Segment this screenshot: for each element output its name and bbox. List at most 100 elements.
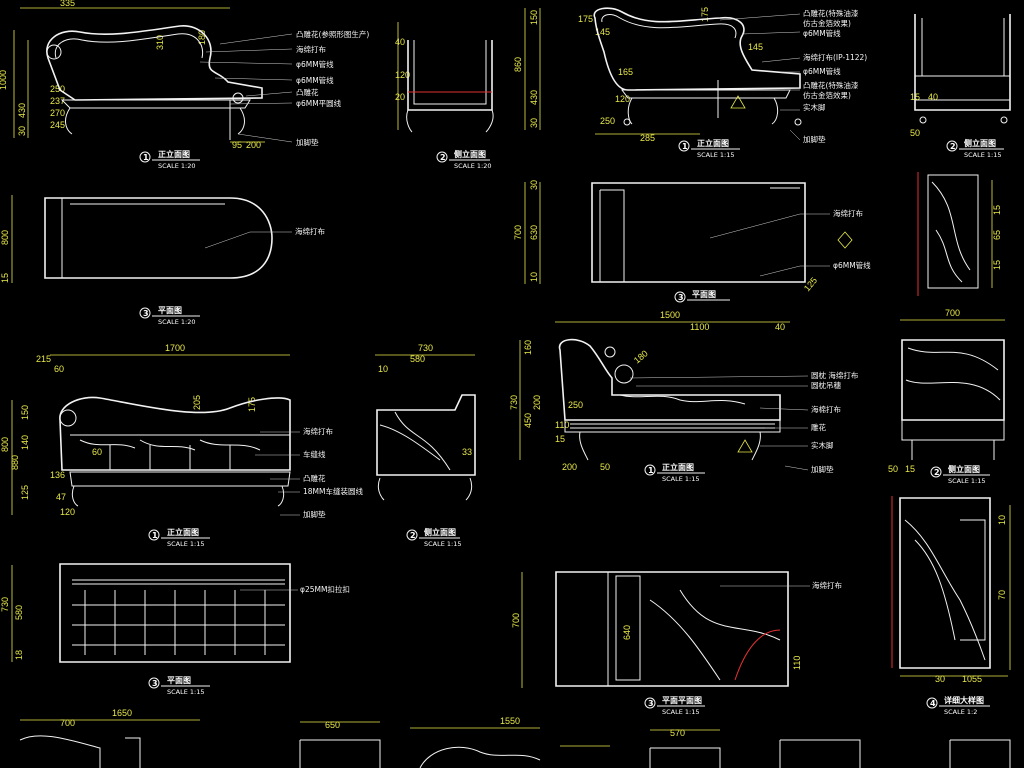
dim-120c: 120: [60, 507, 75, 517]
label-foot-pad-d: 加脚垫: [303, 509, 326, 519]
dim-18: 18: [14, 650, 24, 660]
title-13-num: 4: [930, 699, 936, 708]
title-9-scale: SCALE 1:15: [662, 475, 700, 483]
label-foot-pad: 加脚垫: [296, 137, 319, 147]
dim-33: 33: [462, 447, 472, 457]
label-carved-flower-ref: 凸雕花(参照形图生产): [296, 29, 369, 39]
title-12-num: 3: [648, 699, 654, 708]
dim-700c: 700: [945, 308, 960, 318]
title-7-num: 1: [152, 531, 158, 540]
label-phi6-pipe-c: φ6MM管线: [803, 66, 841, 76]
dim-335: 335: [60, 0, 75, 8]
label-solid-wood-leg: 实木脚: [803, 102, 826, 112]
title-2-scale: SCALE 1:20: [454, 162, 492, 170]
label-hainan-fabric-f: 海绵打布: [812, 580, 842, 590]
dim-175d: 175: [247, 397, 257, 412]
label-foot-pad-c: 加脚垫: [811, 464, 834, 474]
label-round-pillow: 圆枕 海绵打布: [811, 370, 859, 380]
dim-580c: 580: [14, 605, 24, 620]
label-carved-gold-paint: 凸雕花(特殊油漆: [803, 8, 859, 18]
title-2-name: 侧立面图: [454, 149, 486, 159]
dim-650: 650: [325, 720, 340, 730]
title-5-num: 2: [950, 142, 956, 151]
label-hainan-fabric-code: 海绵打布(IP-1122): [803, 52, 867, 62]
dim-215: 215: [36, 354, 51, 364]
dim-730c: 730: [0, 597, 10, 612]
dim-30b: 30: [529, 118, 539, 128]
dim-200: 200: [246, 140, 261, 150]
dim-50: 50: [910, 128, 920, 138]
dim-1650: 1650: [112, 708, 132, 718]
dim-40: 40: [395, 37, 405, 47]
bolster-chaise-front-elevation: 1500 1100 40 730 160 450 200 250 110 15 …: [509, 310, 859, 483]
dim-285: 285: [640, 133, 655, 143]
dim-15h: 15: [905, 464, 915, 474]
label-hainan-fabric-d: 海绵打布: [295, 226, 325, 236]
title-8-name: 侧立面图: [424, 527, 456, 537]
dim-800b: 800: [0, 437, 10, 452]
title-11-name: 平面图: [167, 676, 191, 685]
chaise-front-elevation-b: 150 860 430 30 175 145 145 165 120 250 2…: [513, 7, 867, 159]
dim-110b: 110: [792, 656, 802, 670]
label-phi6-pipe-e: φ6MM管线: [833, 260, 871, 270]
dim-60: 60: [54, 364, 64, 374]
label-round-tassel: 圆枕吊穗: [811, 380, 841, 390]
dim-175: 175: [578, 14, 593, 24]
dim-150b: 150: [20, 405, 30, 420]
dim-1055: 1055: [962, 674, 982, 684]
dim-800: 800: [0, 230, 10, 245]
dim-30: 30: [17, 126, 27, 136]
dim-250c: 250: [568, 400, 583, 410]
title-13-scale: SCALE 1:2: [944, 708, 977, 716]
dim-70: 70: [997, 590, 1007, 600]
label-solid-wood-foot: 实木脚: [811, 440, 834, 450]
dim-180: 180: [197, 30, 207, 45]
dim-1100: 1100: [690, 322, 709, 332]
label-phi6-pipe-b: φ6MM管线: [296, 75, 334, 85]
chaise-side-elevation-a: 40 120 20 2 侧立面图 SCALE 1:20: [395, 22, 494, 170]
dim-10: 10: [529, 272, 539, 282]
dim-15f: 15: [992, 260, 1002, 270]
bolster-chaise-plan-view: 700 640 110 海绵打布 3 平面平面图 SCALE 1:15: [511, 571, 842, 716]
dim-570: 570: [670, 728, 685, 738]
title-4-num: 1: [682, 142, 688, 151]
dim-145b: 145: [748, 42, 763, 52]
dim-1500: 1500: [660, 310, 680, 320]
label-round-line: 18MM车缝装圆线: [303, 486, 363, 496]
dim-20: 20: [395, 92, 405, 102]
label-foot-pad-b: 加脚垫: [803, 134, 826, 144]
label-phi6-pipe-d: φ6MM管线: [803, 28, 841, 38]
title-10-num: 2: [934, 468, 940, 477]
dim-200c: 200: [532, 395, 542, 410]
label-phi6-pipe-a: φ6MM管线: [296, 59, 334, 69]
dim-250: 250: [50, 84, 65, 94]
title-3-num: 3: [143, 309, 149, 318]
dim-120b: 120: [615, 94, 630, 104]
chaise-plan-view-a: 800 15 海绵打布 3 平面图 SCALE 1:20: [0, 195, 325, 326]
title-1-num: 1: [143, 153, 149, 162]
dim-1000: 1000: [0, 70, 8, 90]
dim-136: 136: [50, 470, 65, 480]
dim-140: 140: [20, 435, 30, 450]
title-3-name: 平面图: [158, 306, 182, 315]
bottom-partial-drawings: 1650 700 650 1550 570: [19, 708, 1011, 768]
dim-580: 580: [410, 354, 425, 364]
dim-880: 880: [10, 455, 20, 470]
dim-237: 237: [50, 96, 65, 106]
dim-200d: 200: [562, 462, 577, 472]
label-edge-line: 车缝线: [303, 449, 326, 459]
dim-30c: 30: [529, 180, 539, 190]
dim-245: 245: [50, 120, 65, 130]
dim-150: 150: [529, 10, 539, 25]
label-gold-imitation: 仿古金箔效果): [803, 18, 851, 28]
dim-700: 700: [513, 225, 523, 240]
dim-120: 120: [395, 70, 410, 80]
dim-630: 630: [529, 225, 539, 240]
dim-50c: 50: [600, 462, 610, 472]
dim-15d: 15: [910, 92, 920, 102]
dim-125b: 125: [20, 485, 30, 500]
dim-160: 160: [523, 340, 533, 355]
dim-640: 640: [622, 625, 632, 640]
title-11-num: 3: [152, 679, 158, 688]
